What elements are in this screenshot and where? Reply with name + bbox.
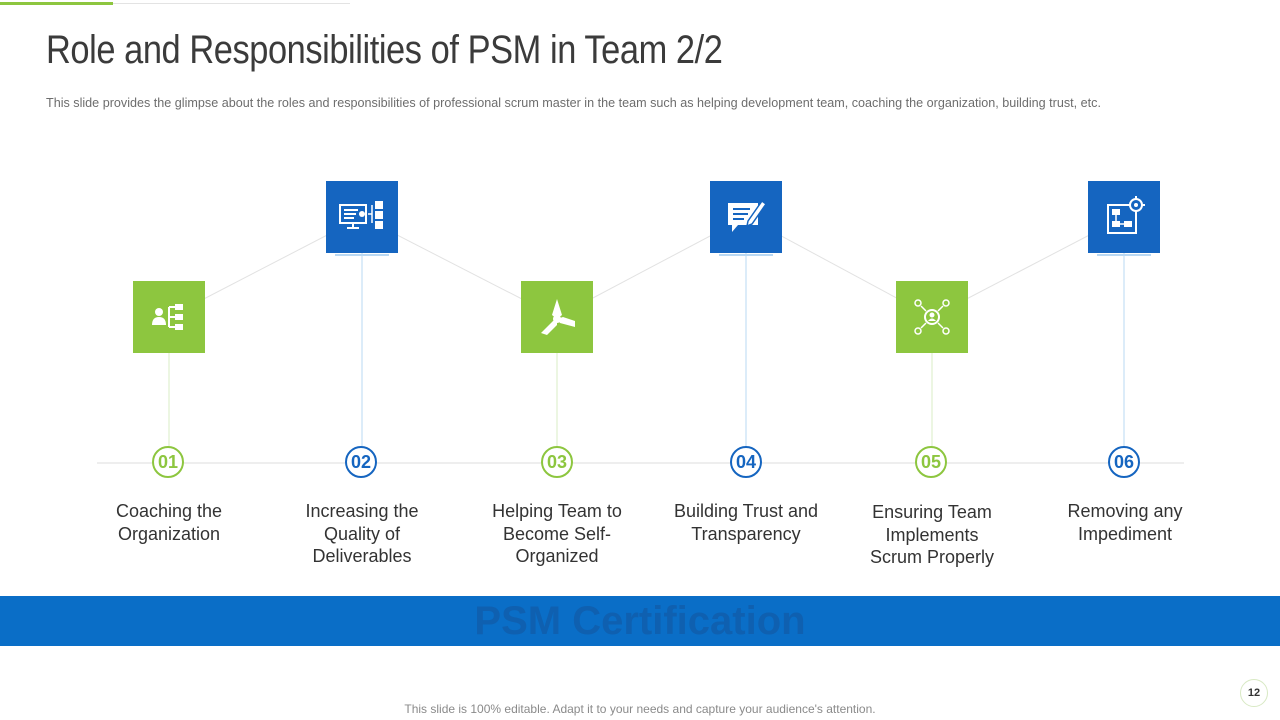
step-1-label: Coaching the Organization: [115, 501, 223, 544]
step-3-label: Helping Team to Become Self-Organized: [492, 501, 622, 566]
step-2-icon-box: [326, 181, 398, 253]
document-pen-icon: [728, 199, 768, 232]
team-network-icon: [914, 299, 950, 335]
certification-banner: PSM Certification: [0, 596, 1280, 646]
page-title: Role and Responsibilities of PSM in Team…: [46, 28, 723, 72]
step-4-number: 04: [730, 446, 762, 478]
team-hands-icon: [541, 299, 575, 335]
top-accent-line: [0, 0, 350, 5]
certification-banner-text: PSM Certification: [474, 599, 806, 643]
org-chart-person-icon: [152, 304, 183, 330]
page-subtitle: This slide provides the glimpse about th…: [46, 96, 1101, 110]
step-6-label: Removing any Impediment: [1067, 501, 1183, 544]
step-4-icon-box: [710, 181, 782, 253]
step-3-icon-box: [521, 281, 593, 353]
flowchart-gear-icon: [1107, 196, 1145, 234]
step-5-icon-box: [896, 281, 968, 353]
step-5-number: 05: [915, 446, 947, 478]
step-2-number: 02: [345, 446, 377, 478]
step-6-number: 06: [1108, 446, 1140, 478]
footer-note: This slide is 100% editable. Adapt it to…: [404, 702, 876, 716]
step-6-icon-box: [1088, 181, 1160, 253]
step-1-icon-box: [133, 281, 205, 353]
step-3-number: 03: [541, 446, 573, 478]
step-1-number: 01: [152, 446, 184, 478]
step-5-label: Ensuring Team Implements Scrum Properly: [869, 502, 995, 567]
page-number: 12: [1240, 679, 1268, 707]
monitor-checklist-icon: [339, 201, 383, 229]
step-4-label: Building Trust and Transparency: [673, 501, 819, 544]
step-2-label: Increasing the Quality of Deliverables: [305, 501, 419, 566]
